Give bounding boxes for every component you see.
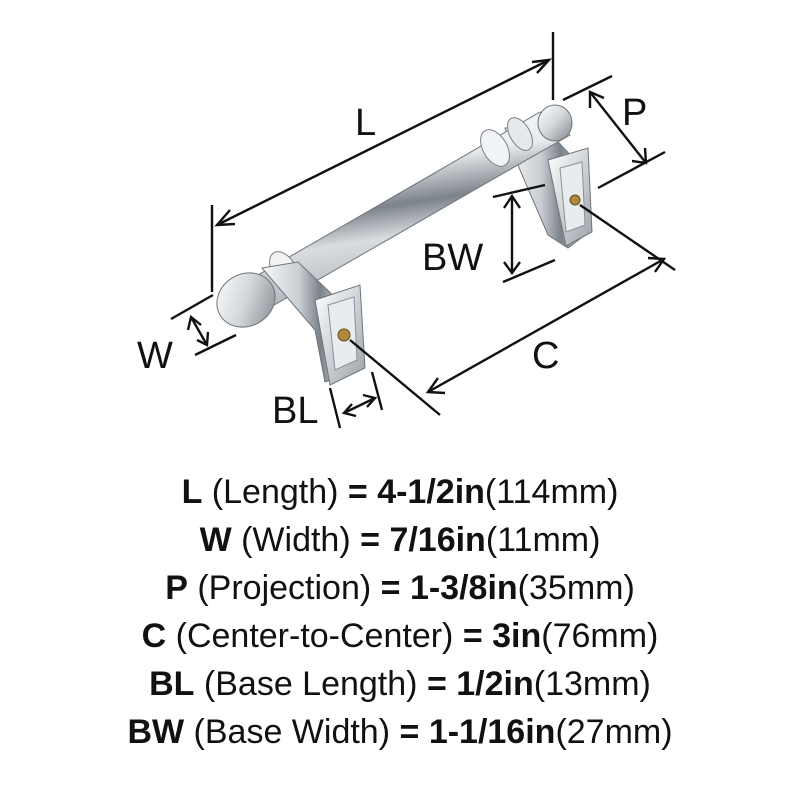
spec-name: (Base Length) (203, 665, 418, 703)
spec-code: C (141, 617, 167, 655)
spec-imperial: 1/2in (456, 665, 534, 703)
spec-equals: = (380, 569, 401, 607)
spec-row-length: L (Length) = 4-1/2in(114mm) (0, 468, 800, 516)
spec-name: (Projection) (197, 569, 372, 607)
spec-imperial: 1-1/16in (428, 713, 556, 751)
spec-metric: (13mm) (533, 665, 651, 703)
dimension-lines (170, 32, 676, 429)
left-post (261, 261, 366, 386)
spec-equals: = (399, 713, 420, 751)
label-BW: BW (422, 237, 483, 279)
pull-bar (216, 104, 573, 328)
spec-imperial: 1-3/8in (409, 569, 518, 607)
spec-code: P (165, 569, 188, 607)
spec-imperial: 3in (492, 617, 542, 655)
spec-imperial: 7/16in (389, 521, 486, 559)
spec-equals: = (426, 665, 447, 703)
label-W: W (137, 335, 173, 377)
spec-name: (Base Width) (193, 713, 391, 751)
spec-row-projection: P (Projection) = 1-3/8in(35mm) (0, 564, 800, 612)
spec-imperial: 4-1/2in (377, 473, 485, 511)
spec-metric: (114mm) (484, 473, 619, 511)
spec-equals: = (462, 617, 483, 655)
label-L: L (355, 102, 376, 144)
spec-row-center-to-center: C (Center-to-Center) = 3in(76mm) (0, 612, 800, 660)
spec-equals: = (347, 473, 368, 511)
label-BL: BL (272, 390, 318, 432)
label-P: P (622, 92, 647, 134)
spec-name: (Width) (241, 521, 351, 559)
dimension-spec-list: L (Length) = 4-1/2in(114mm) W (Width) = … (0, 468, 800, 756)
spec-row-base-width: BW (Base Width) = 1-1/16in(27mm) (0, 708, 800, 756)
label-C: C (532, 335, 559, 377)
spec-metric: (76mm) (541, 617, 659, 655)
spec-name: (Length) (211, 473, 339, 511)
spec-row-base-length: BL (Base Length) = 1/2in(13mm) (0, 660, 800, 708)
spec-code: BL (149, 665, 195, 703)
spec-metric: (27mm) (555, 713, 673, 751)
spec-code: L (181, 473, 203, 511)
spec-name: (Center-to-Center) (175, 617, 454, 655)
spec-code: W (199, 521, 232, 559)
pull-dimension-diagram: L P BW W C BL (137, 32, 676, 432)
spec-metric: (11mm) (485, 521, 601, 559)
spec-equals: = (360, 521, 380, 559)
spec-row-width: W (Width) = 7/16in(11mm) (0, 516, 800, 564)
spec-code: BW (127, 713, 185, 751)
cabinet-pull-illustration (216, 104, 593, 386)
spec-metric: (35mm) (517, 569, 635, 607)
